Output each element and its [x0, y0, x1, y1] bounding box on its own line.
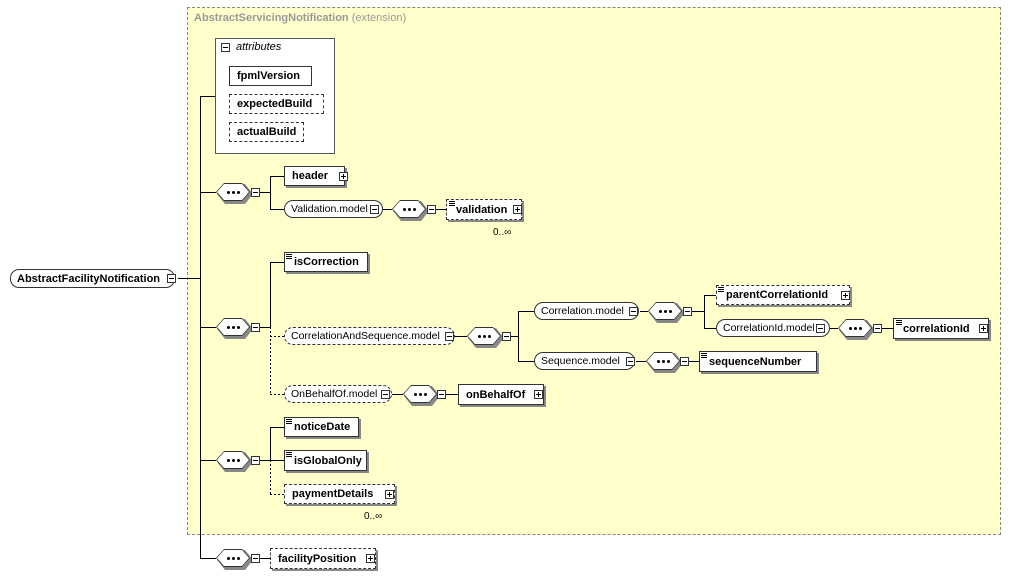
- element-isglobalonly[interactable]: isGlobalOnly: [284, 450, 367, 471]
- collapse-icon[interactable]: [251, 456, 260, 465]
- attribute-actualbuild[interactable]: actualBuild: [229, 122, 304, 142]
- element-correlationid[interactable]: correlationId: [893, 318, 989, 339]
- element-sequencenumber[interactable]: sequenceNumber: [699, 351, 817, 372]
- collapse-icon[interactable]: [427, 205, 436, 214]
- sequence-dots: [403, 385, 437, 403]
- expand-icon[interactable]: [339, 172, 348, 181]
- occurrence-label: 0..∞: [493, 227, 512, 238]
- collapse-icon[interactable]: [221, 43, 230, 52]
- expand-icon[interactable]: [385, 490, 394, 499]
- occurrence-label: 0..∞: [364, 511, 383, 522]
- collapse-icon[interactable]: [626, 357, 635, 366]
- model-correlationandsequence[interactable]: CorrelationAndSequence.model: [284, 327, 455, 345]
- expand-icon[interactable]: [366, 554, 375, 563]
- sequence-dots: [216, 318, 250, 336]
- collapse-icon[interactable]: [873, 324, 882, 333]
- collapse-icon[interactable]: [445, 332, 454, 341]
- sequence-dots: [648, 302, 682, 320]
- sequence-dots: [216, 549, 250, 567]
- collapse-icon[interactable]: [680, 357, 689, 366]
- element-validation[interactable]: validation: [446, 199, 522, 220]
- collapse-icon[interactable]: [167, 274, 176, 283]
- documentation-icon: [286, 452, 292, 458]
- collapse-icon[interactable]: [251, 554, 260, 563]
- collapse-icon[interactable]: [381, 390, 390, 399]
- attribute-expectedbuild[interactable]: expectedBuild: [229, 94, 324, 114]
- collapse-icon[interactable]: [629, 307, 638, 316]
- element-iscorrection[interactable]: isCorrection: [284, 252, 368, 272]
- sequence-dots: [216, 183, 250, 201]
- collapse-icon[interactable]: [437, 390, 446, 399]
- documentation-icon: [449, 201, 455, 207]
- attribute-fpmlversion[interactable]: fpmlVersion: [229, 66, 312, 86]
- collapse-icon[interactable]: [251, 188, 260, 197]
- extension-title: AbstractServicingNotification (extension…: [194, 12, 407, 24]
- collapse-icon[interactable]: [251, 323, 260, 332]
- element-noticedate[interactable]: noticeDate: [284, 417, 359, 437]
- documentation-icon: [286, 254, 292, 260]
- sequence-dots: [467, 327, 501, 345]
- documentation-icon: [718, 287, 724, 293]
- documentation-icon: [896, 320, 902, 326]
- collapse-icon[interactable]: [370, 205, 379, 214]
- model-sequence[interactable]: Sequence.model: [534, 352, 635, 370]
- model-correlationid[interactable]: CorrelationId.model: [716, 319, 830, 337]
- documentation-icon: [701, 353, 707, 359]
- collapse-icon[interactable]: [502, 332, 511, 341]
- element-paymentdetails[interactable]: paymentDetails: [284, 484, 395, 504]
- expand-icon[interactable]: [841, 291, 850, 300]
- sequence-dots: [646, 352, 680, 370]
- sequence-dots: [838, 319, 872, 337]
- expand-icon[interactable]: [513, 205, 522, 214]
- collapse-icon[interactable]: [683, 307, 692, 316]
- collapse-icon[interactable]: [816, 324, 825, 333]
- element-header[interactable]: header: [284, 166, 345, 186]
- element-onbehalfof[interactable]: onBehalfOf: [458, 384, 544, 405]
- expand-icon[interactable]: [979, 324, 988, 333]
- model-onbehalfof[interactable]: OnBehalfOf.model: [284, 385, 393, 403]
- sequence-dots: [392, 200, 426, 218]
- element-facilityposition[interactable]: facilityPosition: [270, 548, 376, 569]
- attributes-label: attributes: [236, 41, 282, 53]
- documentation-icon: [286, 419, 292, 425]
- element-parentcorrelationid[interactable]: parentCorrelationId: [716, 285, 850, 305]
- root-element[interactable]: AbstractFacilityNotification: [10, 269, 176, 288]
- model-correlation[interactable]: Correlation.model: [534, 302, 639, 320]
- model-validation[interactable]: Validation.model: [284, 200, 383, 218]
- sequence-dots: [216, 451, 250, 469]
- expand-icon[interactable]: [534, 390, 543, 399]
